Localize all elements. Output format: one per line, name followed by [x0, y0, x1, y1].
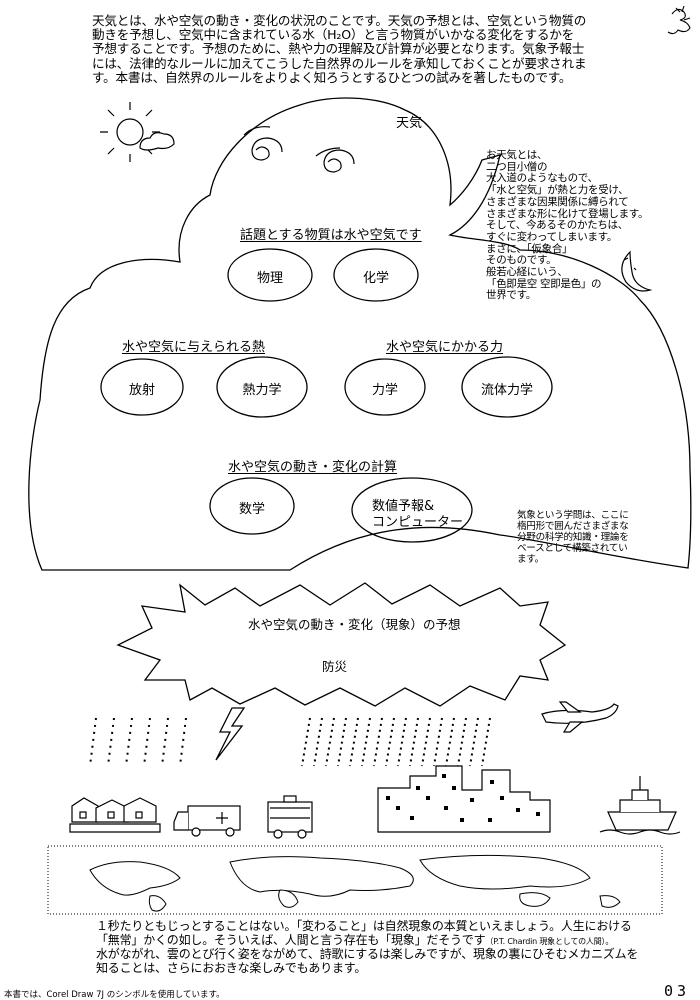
outro-line: 知ることは、さらにおおきな楽しみでもあります。: [96, 960, 367, 975]
snow-icon: [301, 717, 491, 767]
corner-note-line: ベースとして構築されてい: [517, 543, 628, 554]
label-thermodynamics: 熱力学: [242, 383, 282, 398]
burst-title: 水や空気の動き・変化（現象）の予想: [248, 617, 461, 632]
burst-shape: [116, 582, 567, 707]
side-note-line: そのものです。: [486, 254, 557, 267]
oval-numerical-prediction: [351, 477, 473, 543]
side-note-line: さまざまな形に化けて登場します。: [486, 207, 649, 220]
corner-note-line: 楕円形で囲んださまざまな: [517, 521, 629, 532]
oval-chemistry: [333, 248, 419, 302]
houses-icon: [69, 797, 161, 833]
corner-note-line: ます。: [517, 554, 544, 565]
ambulance-icon: [173, 805, 241, 837]
side-note-line: 般若心経にいう、: [486, 266, 568, 279]
side-note-line: 「色即是空 空即是色」の: [486, 277, 602, 290]
citation: （P.T. Chardin 現象としての人間）。: [485, 936, 614, 946]
cloud-label: 天気: [396, 116, 423, 131]
intro-line: 天気とは、水や空気の動き・変化の状況のことです。天気の予想とは、空気という物質の: [92, 13, 587, 28]
corner-note-line: 分野の科学的知識・理論を: [517, 532, 629, 543]
outro-line: 「無常」かくの如し。そういえば、人間と言う存在も「現象」だそうです（P.T. C…: [96, 932, 676, 949]
intro-line: す。本書は、自然界のルールをよりよく知ろうとするひとつの試みを著したものです。: [92, 69, 572, 85]
side-note-line: さまざまな因果関係に縛られて: [486, 195, 629, 208]
side-note-line: 世界です。: [486, 289, 536, 302]
heading-calculation: 水や空気の動き・変化の計算: [228, 460, 398, 475]
cloud-side-note: お天気とは、 二つ目小僧の 大入道のようなもので、 「水と空気」が熱と力を受け、…: [486, 149, 676, 302]
intro-line: には、法律的なルールに加えてこうした自然界のルールを承知しておくことが要求されま: [92, 55, 587, 71]
label-numerical-prediction: 数値予報&: [372, 499, 435, 514]
cloud-eye-right-icon: [315, 147, 355, 173]
airplane-icon: [541, 701, 619, 733]
rain-icon: [89, 717, 187, 767]
corner-note: 気象という学問は、ここに 楕円形で囲んださまざまな 分野の科学的知識・理論を ベ…: [517, 510, 687, 565]
side-note-line: まさに、「仮象合」: [486, 242, 573, 255]
burst-disaster-prevention: 防災: [322, 659, 348, 674]
outro-line: １秒たりともじっとすることはない。「変わること」は自然現象の本質といえましょう。…: [96, 919, 632, 933]
city-buildings-icon: [377, 765, 551, 833]
footer-note: 本書では、Corel Draw 7J のシンボルを使用しています。: [4, 990, 225, 1000]
page-number: 03: [663, 982, 690, 1000]
oval-mathematics: [209, 477, 295, 535]
oval-thermodynamics: [216, 356, 308, 418]
outro-line-text: 「無常」かくの如し。そういえば、人間と言う存在も「現象」だそうです: [96, 932, 486, 947]
side-note-line: 二つ目小僧の: [486, 160, 548, 173]
oval-physics: [227, 248, 313, 302]
side-note-line: すぐに変わってしまいます。: [486, 230, 618, 243]
bird-icon: [667, 5, 691, 35]
oval-fluid-dynamics: [461, 356, 553, 418]
lightning-icon: [215, 707, 246, 761]
side-note-line: 「水と空気」が熱と力を受け、: [486, 184, 629, 197]
weather-cloud-outline: [28, 97, 692, 571]
label-mechanics: 力学: [371, 383, 398, 398]
moon-icon: [621, 250, 653, 292]
label-chemistry: 化学: [362, 271, 389, 286]
intro-line: 予想することです。予想のために、熱や力の理解及び計算が必要となります。気象予報士: [92, 41, 585, 57]
oval-mechanics: [344, 358, 426, 416]
side-note-line: 大入道のようなもので、: [486, 172, 598, 185]
side-note-line: そして、今あるそのかたちは、: [486, 219, 628, 232]
label-mathematics: 数学: [238, 502, 265, 517]
fire-truck-icon: [267, 795, 313, 839]
outro-paragraph: １秒たりともじっとすることはない。「変わること」は自然現象の本質といえましょう。…: [96, 919, 676, 975]
side-note-line: お天気とは、: [486, 149, 548, 161]
heading-substance: 話題とする物質は水や空気です: [240, 228, 422, 243]
label-computer: コンピューター: [372, 515, 464, 530]
oval-radiation: [100, 358, 184, 416]
label-radiation: 放射: [128, 383, 155, 398]
heading-heat: 水や空気に与えられる熱: [122, 340, 266, 355]
ship-icon: [599, 776, 681, 835]
intro-line: 動きを予想し、空気中に含まれている水（H₂O）と言う物質がいかなる変化をするかを: [92, 27, 575, 43]
heading-force: 水や空気にかかる力: [386, 340, 504, 355]
label-physics: 物理: [256, 271, 283, 286]
sun-cloud-icon: [100, 102, 175, 162]
intro-paragraph: 天気とは、水や空気の動き・変化の状況のことです。天気の予想とは、空気という物質の…: [92, 13, 652, 85]
outro-line: 水がながれ、雲のとび行く姿をながめて、詩歌にするは楽しみですが、現象の裏にひそむ…: [96, 947, 639, 962]
world-map-icon: [47, 845, 663, 915]
corner-note-line: 気象という学問は、ここに: [517, 510, 629, 521]
cloud-eye-left-icon: [243, 126, 283, 161]
label-fluid-dynamics: 流体力学: [480, 383, 533, 398]
